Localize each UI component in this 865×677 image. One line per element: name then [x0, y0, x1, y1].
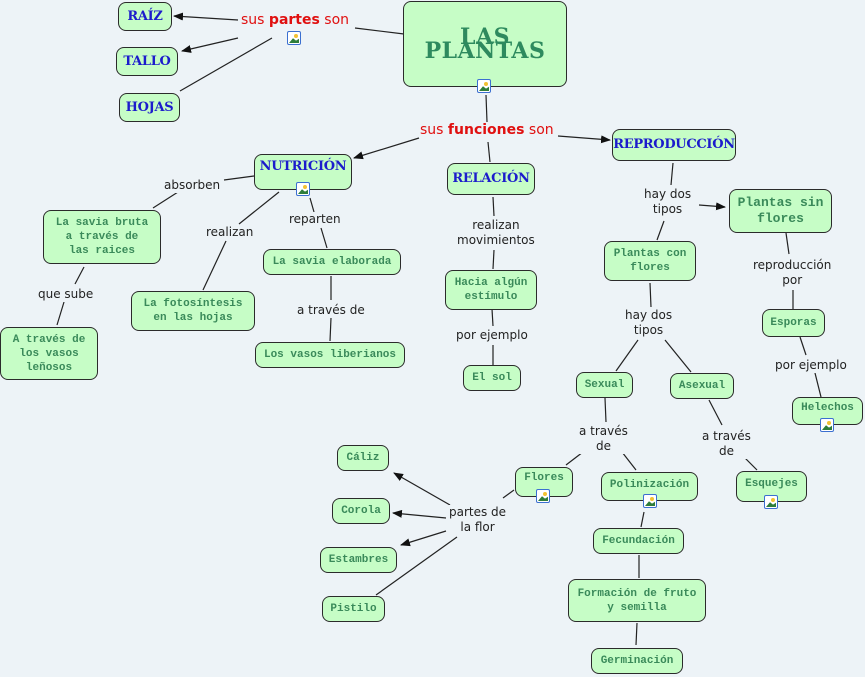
node-label: Plantas sin flores — [737, 195, 824, 226]
node-raiz[interactable]: RAÍZ — [118, 2, 172, 31]
image-resource-icon[interactable] — [820, 418, 834, 432]
node-fruto-semilla[interactable]: Formación de fruto y semilla — [568, 579, 706, 622]
link-que-sube: que sube — [37, 287, 95, 302]
link-hay-dos-tipos: hay dos tipos — [643, 187, 693, 217]
image-resource-icon[interactable] — [643, 494, 657, 508]
node-fecundacion[interactable]: Fecundación — [593, 528, 684, 554]
node-sexual[interactable]: Sexual — [576, 372, 633, 398]
node-label: Cáliz — [346, 452, 380, 464]
node-germinacion[interactable]: Germinación — [591, 648, 683, 674]
link-suffix: son — [319, 12, 350, 28]
node-tallo[interactable]: TALLO — [116, 47, 178, 76]
link-reparten: reparten — [288, 212, 342, 227]
image-resource-icon[interactable] — [536, 489, 550, 503]
node-vasos-lenosos[interactable]: A través de los vasos leñosos — [0, 327, 98, 380]
image-resource-icon[interactable] — [477, 79, 491, 93]
node-label: La fotosíntesis en las hojas — [143, 298, 243, 324]
node-label: Sexual — [584, 379, 625, 391]
node-label: Polinización — [609, 478, 690, 491]
node-relacion[interactable]: RELACIÓN — [447, 163, 535, 195]
node-label: Helechos — [801, 402, 854, 414]
node-label: Hacia algún estímulo — [454, 277, 528, 303]
node-label: Esporas — [770, 317, 817, 329]
link-realizan-movimientos: realizan movimientos — [456, 218, 536, 248]
node-esquejes[interactable]: Esquejes — [736, 471, 807, 502]
node-label: Plantas con flores — [613, 248, 687, 274]
node-el-sol[interactable]: El sol — [463, 365, 521, 391]
link-a-traves-de-asexual: a través de — [701, 429, 752, 459]
node-hojas[interactable]: HOJAS — [119, 93, 180, 122]
node-label: Formación de fruto y semilla — [577, 587, 697, 614]
link-hay-dos-tipos-2: hay dos tipos — [624, 308, 674, 338]
node-label: HOJAS — [125, 99, 174, 115]
image-resource-icon[interactable] — [764, 495, 778, 509]
link-bold: partes — [268, 12, 320, 28]
node-label: RELACIÓN — [452, 171, 530, 186]
link-sus-funciones-son: sus funciones son — [419, 123, 555, 138]
node-estambres[interactable]: Estambres — [320, 547, 397, 573]
link-a-traves-de: a través de — [296, 303, 366, 318]
node-label: Asexual — [678, 380, 726, 392]
node-pistilo[interactable]: Pistilo — [322, 596, 385, 622]
node-corola[interactable]: Corola — [332, 498, 390, 524]
node-las-plantas[interactable]: LAS PLANTAS — [403, 1, 567, 87]
node-label: Corola — [341, 505, 381, 517]
node-savia-elaborada[interactable]: La savia elaborada — [263, 249, 401, 275]
link-reproduccion-por: reproducción por — [752, 258, 833, 288]
node-label: La savia elaborada — [272, 256, 392, 268]
link-por-ejemplo-2: por ejemplo — [774, 358, 848, 373]
node-asexual[interactable]: Asexual — [670, 373, 734, 399]
node-label: Flores — [524, 472, 564, 484]
node-label: LAS PLANTAS — [424, 24, 546, 64]
node-savia-bruta[interactable]: La savia bruta a través de las raices — [43, 210, 161, 264]
node-label: NUTRICIÓN — [259, 159, 347, 174]
node-label: Pistilo — [330, 603, 377, 615]
node-label: REPRODUCCIÓN — [613, 137, 735, 152]
image-resource-icon[interactable] — [287, 31, 301, 45]
node-label: RAÍZ — [127, 8, 163, 24]
link-sus-partes-son: sus partes son — [240, 12, 351, 28]
link-por-ejemplo: por ejemplo — [455, 328, 529, 343]
node-helechos[interactable]: Helechos — [792, 397, 863, 425]
node-label: A través de los vasos leñosos — [12, 333, 86, 374]
link-a-traves-de-sexual: a través de — [578, 424, 629, 454]
link-absorben: absorben — [163, 178, 222, 193]
link-prefix: sus — [420, 122, 448, 138]
link-partes-de-la-flor: partes de la flor — [448, 505, 508, 535]
node-fotosintesis[interactable]: La fotosíntesis en las hojas — [131, 291, 255, 331]
node-label: La savia bruta a través de las raices — [55, 217, 149, 257]
node-label: Los vasos liberianos — [263, 349, 397, 361]
node-reproduccion[interactable]: REPRODUCCIÓN — [612, 129, 736, 161]
link-bold: funciones — [447, 122, 525, 138]
node-caliz[interactable]: Cáliz — [337, 445, 389, 471]
node-label: Germinación — [600, 655, 674, 667]
node-label: El sol — [472, 372, 512, 384]
link-prefix: sus — [241, 12, 269, 28]
node-vasos-liberianos[interactable]: Los vasos liberianos — [255, 342, 405, 368]
node-esporas[interactable]: Esporas — [762, 309, 825, 337]
image-resource-icon[interactable] — [296, 182, 310, 196]
node-label: Esquejes — [745, 477, 798, 490]
link-suffix: son — [524, 122, 554, 138]
node-label: Fecundación — [602, 535, 675, 547]
node-label: TALLO — [123, 53, 171, 69]
node-label: Estambres — [328, 554, 389, 566]
node-estimulo[interactable]: Hacia algún estímulo — [445, 270, 537, 310]
node-plantas-con-flores[interactable]: Plantas con flores — [604, 241, 696, 281]
node-plantas-sin-flores[interactable]: Plantas sin flores — [729, 189, 832, 233]
link-realizan: realizan — [205, 225, 255, 240]
